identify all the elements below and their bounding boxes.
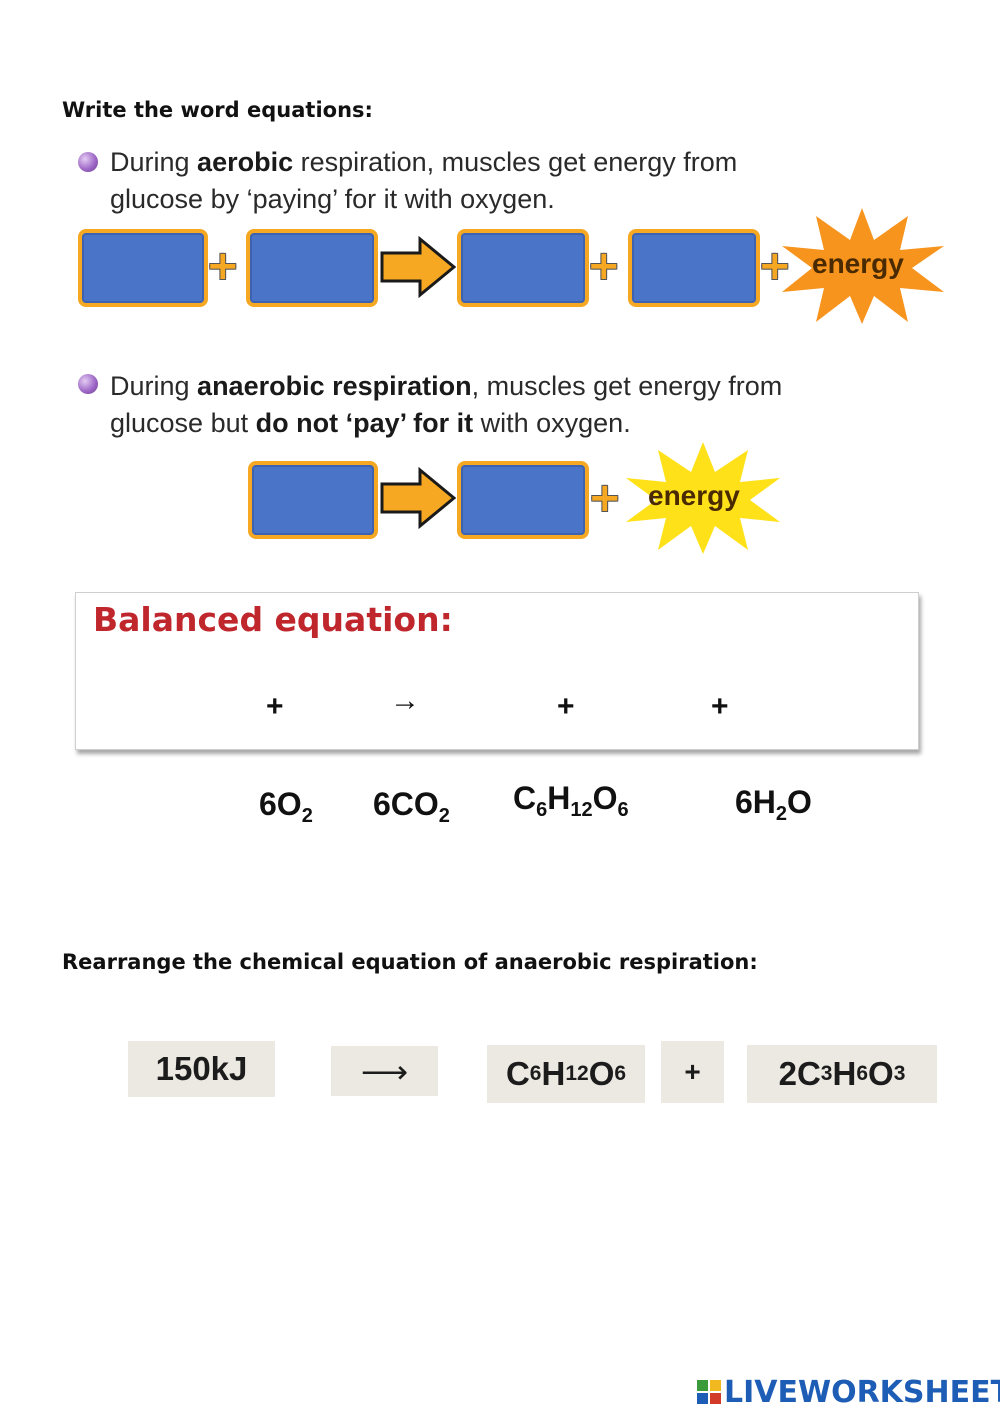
liveworksheets-logo-text: LIVEWORKSHEETS xyxy=(724,1375,1000,1410)
plus-sign: + xyxy=(588,475,622,521)
anaerobic-product-box[interactable] xyxy=(457,461,589,539)
formula-option-oxygen[interactable]: 6O2 xyxy=(259,786,313,827)
tile-plus[interactable]: + xyxy=(661,1041,724,1103)
arrow-right-icon xyxy=(380,236,456,298)
tile-arrow[interactable]: ⟶ xyxy=(331,1046,438,1096)
anaerobic-description: During anaerobic respiration, muscles ge… xyxy=(110,371,783,438)
plus-sign: + xyxy=(587,243,621,289)
plus-sign: + xyxy=(711,690,729,723)
word-equations-heading: Write the word equations: xyxy=(62,98,373,122)
balanced-equation-card xyxy=(75,592,919,750)
yields-arrow: → xyxy=(390,684,420,717)
energy-label: energy xyxy=(812,248,904,279)
formula-option-glucose[interactable]: C6H12O6 xyxy=(513,780,629,821)
formula-option-carbon-dioxide[interactable]: 6CO2 xyxy=(373,786,450,827)
anaerobic-reactant-box[interactable] xyxy=(248,461,378,539)
plus-sign: + xyxy=(266,690,284,723)
aerobic-reactant-2-box[interactable] xyxy=(246,229,378,307)
balanced-equation-title: Balanced equation: xyxy=(93,600,453,639)
plus-sign: + xyxy=(758,243,792,289)
plus-sign: + xyxy=(557,690,575,723)
arrow-right-icon xyxy=(380,467,456,529)
aerobic-product-1-box[interactable] xyxy=(457,229,589,307)
aerobic-description: During aerobic respiration, muscles get … xyxy=(110,147,738,214)
aerobic-product-2-box[interactable] xyxy=(628,229,760,307)
formula-option-water[interactable]: 6H2O xyxy=(735,784,812,825)
aerobic-reactant-1-box[interactable] xyxy=(78,229,208,307)
bullet-icon xyxy=(78,374,98,394)
tile-150kj[interactable]: 150kJ xyxy=(128,1041,275,1097)
plus-sign: + xyxy=(206,243,240,289)
energy-label: energy xyxy=(648,480,740,511)
rearrange-heading: Rearrange the chemical equation of anaer… xyxy=(62,950,758,974)
energy-starburst-icon xyxy=(782,208,944,324)
bullet-icon xyxy=(78,152,98,172)
energy-starburst-icon xyxy=(626,442,780,554)
liveworksheets-logo-icon xyxy=(697,1380,721,1404)
